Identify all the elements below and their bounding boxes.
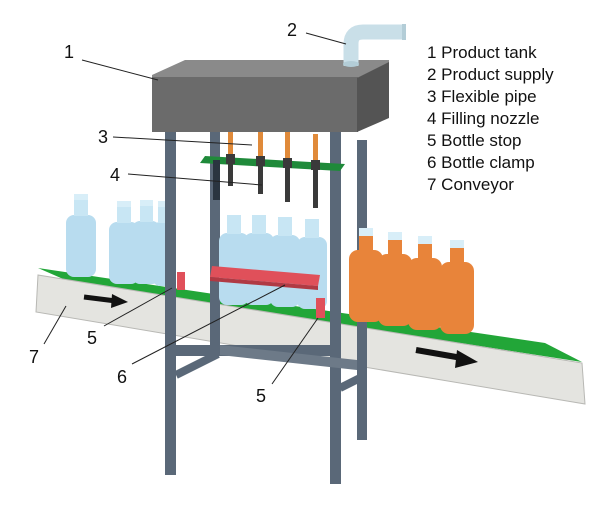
bottle bbox=[109, 201, 139, 284]
frame-leg-front-left bbox=[165, 130, 176, 475]
callout-clamp: 6 bbox=[117, 367, 127, 387]
bottle-stop-right bbox=[316, 298, 325, 318]
filled-bottles bbox=[349, 228, 474, 334]
bottle bbox=[408, 236, 442, 330]
callout-conveyor: 7 bbox=[29, 347, 39, 367]
product-tank bbox=[152, 60, 389, 132]
leader-stop-right bbox=[271, 317, 319, 385]
legend-item: 2 Product supply bbox=[427, 65, 554, 84]
callout-stop-left: 5 bbox=[87, 328, 97, 348]
legend-item: 4 Filling nozzle bbox=[427, 109, 539, 128]
bottle bbox=[66, 194, 96, 277]
legend-item: 6 Bottle clamp bbox=[427, 153, 535, 172]
nozzle-plate bbox=[200, 156, 345, 171]
frame-crossbar-back bbox=[220, 345, 357, 370]
bottle-clamp bbox=[210, 266, 320, 286]
conveyor-arrow-left bbox=[83, 294, 128, 308]
filling-nozzles bbox=[226, 154, 320, 208]
callout-stop-right: 5 bbox=[256, 386, 266, 406]
legend-item: 1 Product tank bbox=[427, 43, 537, 62]
bottle-stop-left bbox=[177, 272, 185, 290]
empty-bottles-left bbox=[66, 194, 175, 286]
bottles-under-nozzles bbox=[219, 215, 327, 309]
callout-pipe: 3 bbox=[98, 127, 108, 147]
legend: 1 Product tank 2 Product supply 3 Flexib… bbox=[427, 43, 554, 194]
conveyor-arrow-right bbox=[415, 347, 478, 368]
flexible-pipes bbox=[228, 128, 318, 162]
product-supply-pipe bbox=[343, 24, 406, 67]
legend-item: 5 Bottle stop bbox=[427, 131, 522, 150]
callout-nozzle: 4 bbox=[110, 165, 120, 185]
bottle bbox=[270, 217, 300, 307]
callout-tank: 1 bbox=[64, 42, 74, 62]
leader-nozzle bbox=[127, 173, 263, 186]
bottle bbox=[378, 232, 412, 326]
leader-supply bbox=[305, 32, 347, 45]
frame-leg-front-right bbox=[330, 132, 341, 484]
leader-conveyor bbox=[43, 305, 67, 345]
legend-item: 7 Conveyor bbox=[427, 175, 514, 194]
leader-stop-left bbox=[103, 287, 173, 327]
legend-item: 3 Flexible pipe bbox=[427, 87, 537, 106]
bottle bbox=[440, 240, 474, 334]
frame-leg-back-left bbox=[210, 128, 220, 353]
leader-clamp bbox=[131, 284, 286, 365]
leader-tank bbox=[81, 59, 159, 81]
bottle bbox=[244, 215, 274, 305]
callout-supply: 2 bbox=[287, 20, 297, 40]
bottle bbox=[349, 228, 383, 322]
bottle bbox=[297, 219, 327, 309]
stop-actuator bbox=[213, 160, 220, 200]
leader-pipe bbox=[112, 136, 253, 146]
